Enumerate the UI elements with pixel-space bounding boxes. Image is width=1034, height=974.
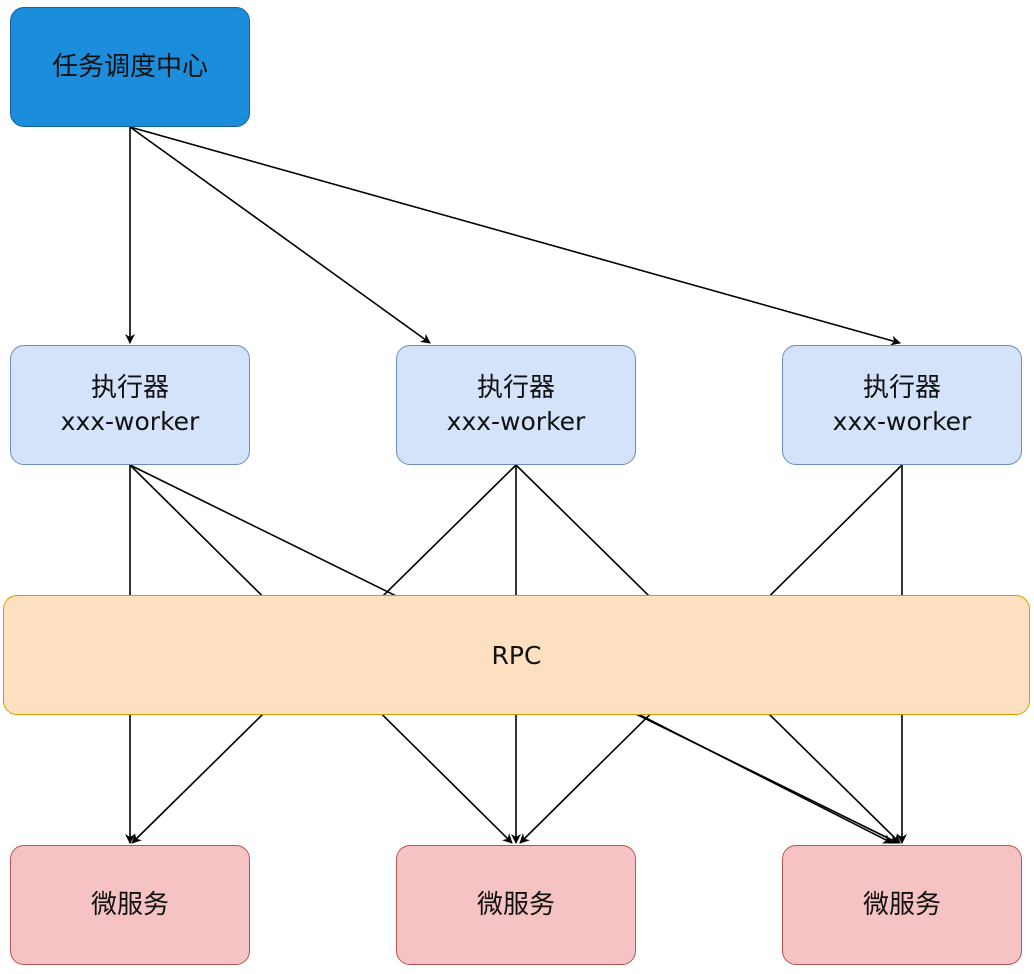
edge-executor-3-service-3-lower — [639, 714, 893, 844]
scheduler-node: 任务调度中心 — [10, 7, 250, 127]
microservice-node: 微服务 — [396, 845, 636, 965]
executor-label: 执行器 — [862, 373, 941, 403]
executor-label: 执行器 — [90, 373, 169, 403]
scheduler-label: 任务调度中心 — [51, 51, 208, 82]
microservice-label: 微服务 — [90, 889, 169, 920]
executor-node: 执行器 xxx-worker — [396, 345, 636, 465]
executor-name: xxx-worker — [446, 407, 586, 436]
microservice-node: 微服务 — [782, 845, 1022, 965]
edge-scheduler-executor-3 — [129, 126, 901, 346]
executor-label: 执行器 — [476, 373, 555, 403]
rpc-label: RPC — [491, 640, 542, 670]
microservice-node: 微服务 — [10, 845, 250, 965]
executor-node: 执行器 xxx-worker — [782, 345, 1022, 465]
executor-node: 执行器 xxx-worker — [10, 345, 250, 465]
rpc-layer: RPC — [3, 595, 1030, 715]
executor-name: xxx-worker — [60, 407, 200, 436]
microservice-label: 微服务 — [476, 889, 555, 920]
edge-scheduler-executor-2 — [129, 126, 431, 344]
executor-name: xxx-worker — [832, 407, 972, 436]
microservice-label: 微服务 — [862, 889, 941, 920]
